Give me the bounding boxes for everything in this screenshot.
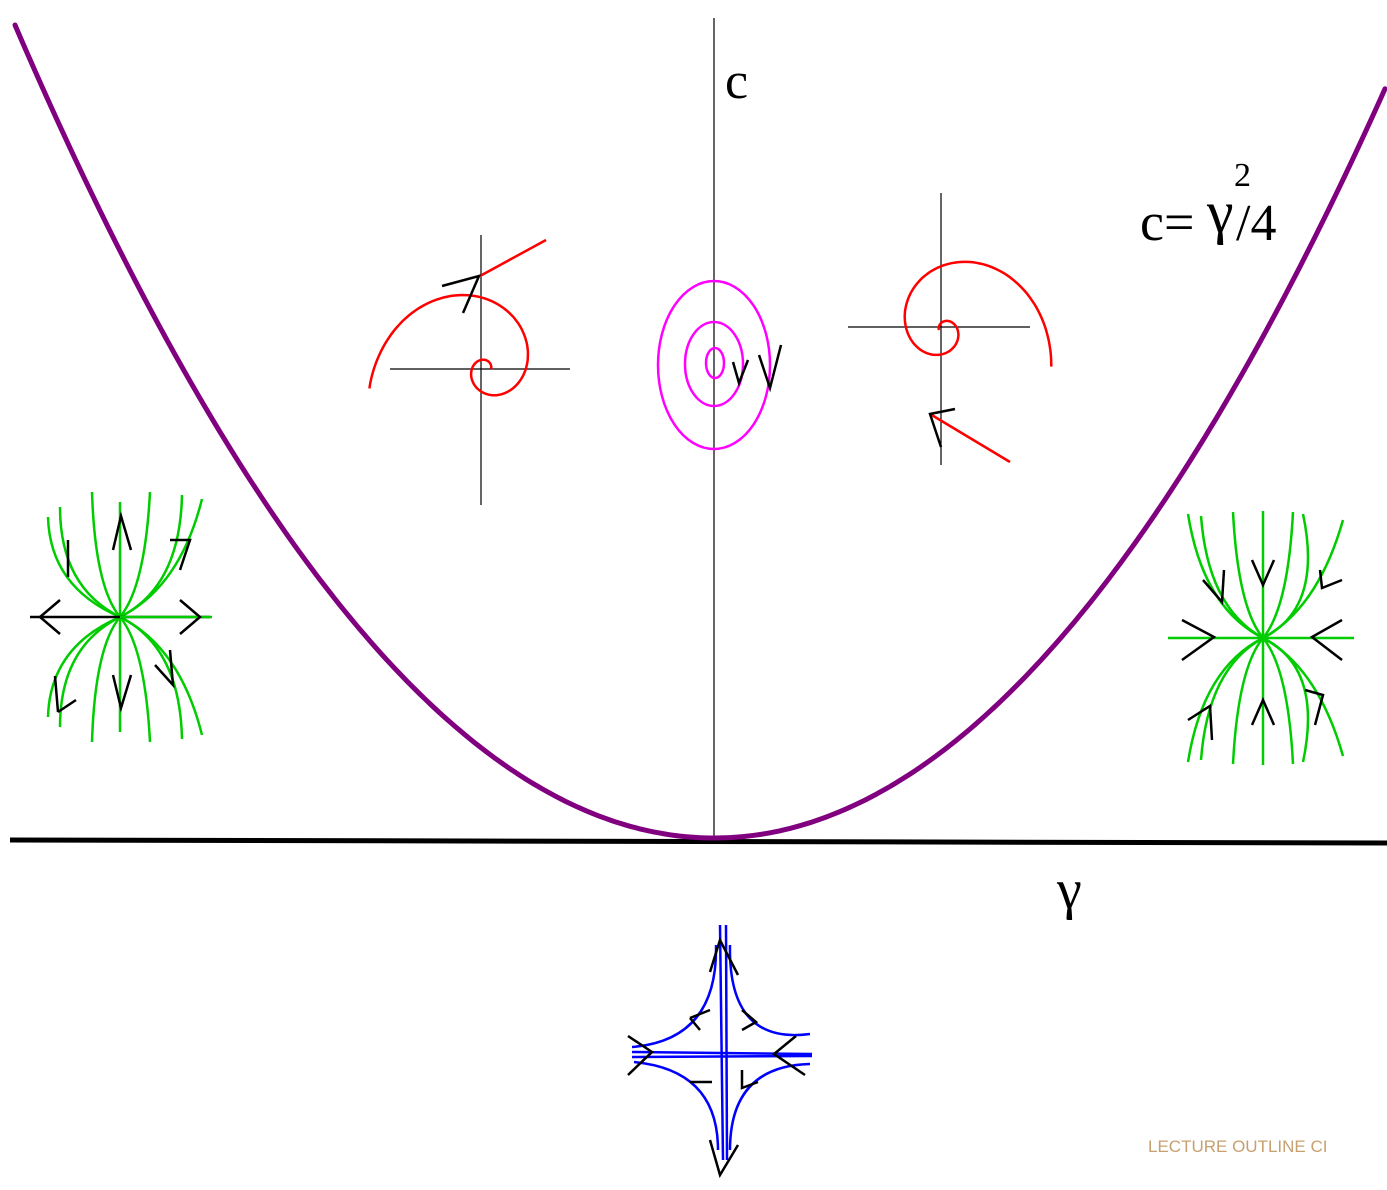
- saddle-h-axis-1: [631, 1050, 813, 1056]
- spiral-right-trajectory: [903, 260, 1053, 464]
- unstable-node-arrows: [38, 511, 202, 714]
- node-trajectory: [119, 615, 184, 740]
- node-trajectory: [119, 491, 152, 618]
- node-trajectory: [90, 491, 121, 618]
- curve-label-exponent: 2: [1234, 157, 1251, 194]
- gamma-axis: [9, 837, 1387, 846]
- node-trajectory: [1199, 636, 1264, 761]
- unstable-spiral-portrait: [368, 235, 570, 505]
- node-trajectory: [90, 616, 121, 743]
- center-portrait: [656, 279, 783, 451]
- node-trajectory: [1262, 637, 1295, 765]
- stable-spiral-portrait: [848, 193, 1053, 465]
- node-trajectory: [1231, 637, 1264, 765]
- node-trajectory: [1186, 636, 1264, 763]
- curve-label-suffix: /4: [1236, 195, 1276, 252]
- saddle-h-axis-2: [631, 1054, 813, 1059]
- curve-label-prefix: c=: [1140, 192, 1194, 252]
- node-trajectory: [119, 498, 204, 619]
- curve-equation-label: c= γ 2 /4: [1140, 157, 1276, 252]
- saddle-v-axis-1: [718, 924, 725, 1161]
- curve-label-symbol: γ: [1206, 179, 1234, 245]
- node-trajectory: [46, 615, 121, 718]
- spiral-left-trajectory: [368, 238, 547, 397]
- center-orbit-outer: [656, 279, 772, 451]
- gamma-axis-label: γ: [1056, 859, 1082, 921]
- node-trajectory: [1199, 515, 1264, 640]
- node-trajectory: [1262, 513, 1310, 640]
- spiral-right-arrow: [928, 407, 956, 448]
- saddle-v-axis-2: [724, 924, 729, 1161]
- unstable-node-portrait: [30, 491, 212, 743]
- stable-node-portrait: [1168, 511, 1354, 765]
- center-orbit-middle: [683, 320, 745, 408]
- center-arrow-outer: [757, 344, 783, 393]
- footer-text: LECTURE OUTLINE CI: [1148, 1137, 1328, 1156]
- node-trajectory: [1262, 511, 1295, 639]
- parabola-curve: [12, 22, 1387, 841]
- center-orbit-inner: [704, 346, 726, 380]
- spiral-left-arrow: [441, 274, 482, 314]
- saddle-hyperbola-bl: [633, 1060, 720, 1151]
- node-trajectory: [119, 615, 204, 736]
- c-axis-label: c: [725, 53, 748, 110]
- node-trajectory: [119, 494, 184, 619]
- center-arrow-inner: [731, 359, 750, 387]
- stable-node-trajectories: [1186, 511, 1345, 765]
- node-trajectory: [1262, 519, 1345, 640]
- node-trajectory: [1262, 636, 1310, 763]
- saddle-arrows: [627, 936, 806, 1179]
- node-trajectory: [1231, 511, 1264, 639]
- saddle-portrait: [627, 924, 813, 1179]
- node-trajectory: [119, 616, 152, 743]
- saddle-hyperbola-tr: [728, 944, 811, 1037]
- stable-node-arrows: [1181, 559, 1343, 741]
- saddle-hyperbola-tl: [631, 944, 718, 1049]
- node-trajectory: [1262, 636, 1345, 757]
